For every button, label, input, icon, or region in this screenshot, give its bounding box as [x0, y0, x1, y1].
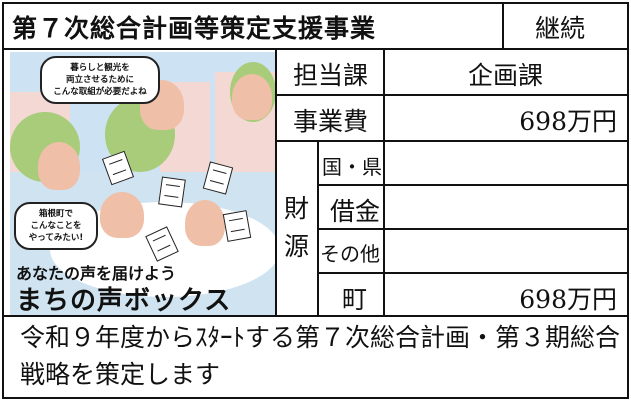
- description-text: 令和９年度からｽﾀｰﾄする第７次総合計画・第３期総合戦略を策定します: [20, 323, 621, 389]
- status-badge: 継続: [535, 14, 586, 43]
- source-row-value: 698万円: [519, 285, 617, 314]
- document-icon: [158, 176, 186, 208]
- source-row-label: 町: [342, 285, 368, 314]
- source-row-3-value: [383, 228, 629, 274]
- description-cell: [2, 315, 629, 399]
- source-row-label: 国・県: [322, 155, 382, 179]
- document-icon: [222, 210, 252, 242]
- cost-value: 698万円: [519, 107, 617, 136]
- bubble-top-text: 暮らしと観光を 両立させるために こんな取組が必要だよね: [53, 63, 147, 97]
- department-value: 企画課: [468, 61, 544, 90]
- source-row-label: 借金: [330, 197, 381, 226]
- source-row-2-value: [383, 184, 629, 230]
- source-row-label: その他: [320, 242, 380, 266]
- page-title: 第７次総合計画等策定支援事業: [12, 14, 377, 43]
- bubble-left-text: 箱根町で こんなことを やってみたい!: [28, 209, 84, 243]
- person-figure: [100, 192, 144, 238]
- caption-small: あなたの声を届けよう: [16, 264, 177, 283]
- illustration: 暮らしと観光を 両立させるために こんな取組が必要だよね 箱根町で こんなことを…: [10, 52, 276, 315]
- person-figure: [185, 200, 225, 246]
- speech-bubble-top: 暮らしと観光を 両立させるために こんな取組が必要だよね: [40, 56, 160, 104]
- source-row-1-value: [383, 140, 629, 186]
- person-figure: [38, 142, 80, 190]
- department-label: 担当課: [293, 61, 369, 90]
- speech-bubble-left: 箱根町で こんなことを やってみたい!: [14, 202, 98, 250]
- source-label: 財源: [284, 194, 310, 261]
- cost-label: 事業費: [293, 107, 369, 136]
- person-figure: [232, 74, 272, 120]
- caption-large: まちの声ボックス: [16, 286, 232, 315]
